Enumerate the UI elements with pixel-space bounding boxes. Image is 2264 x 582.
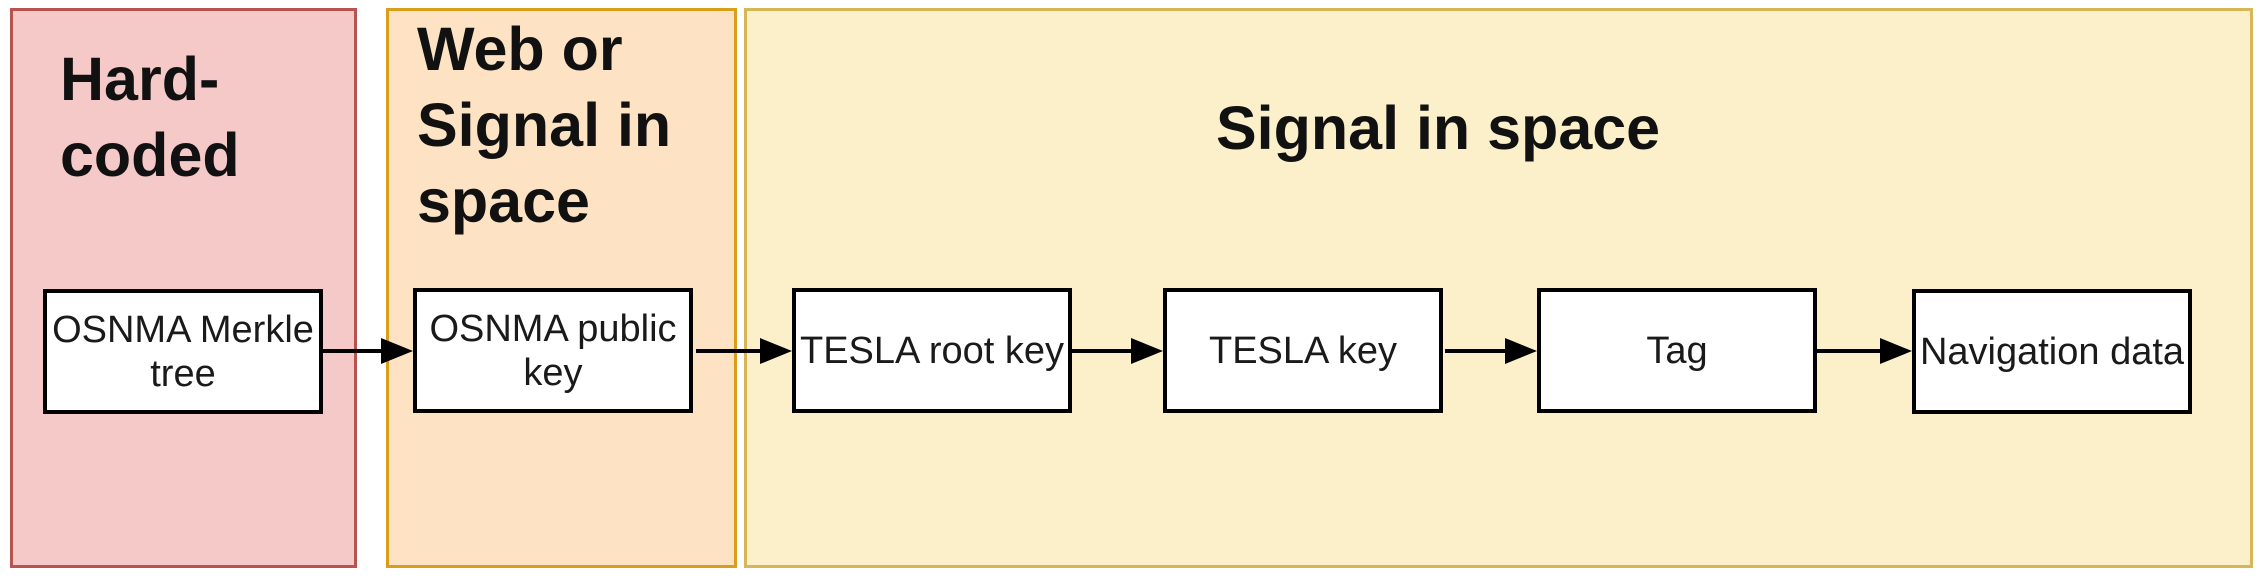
arrow-public-key-to-root-key-line bbox=[696, 349, 764, 353]
arrow-merkle-to-public-key-head-icon bbox=[381, 338, 413, 364]
arrow-public-key-to-root-key-head-icon bbox=[760, 338, 792, 364]
region-title-signal-in-space: Signal in space bbox=[1216, 94, 1661, 162]
node-tag: Tag bbox=[1537, 288, 1817, 413]
node-tesla-root-key: TESLA root key bbox=[792, 288, 1072, 413]
node-navigation-data: Navigation data bbox=[1912, 289, 2192, 414]
arrow-merkle-to-public-key-line bbox=[323, 349, 385, 353]
arrow-root-key-to-tesla-key-line bbox=[1072, 349, 1135, 353]
arrow-tesla-key-to-tag-head-icon bbox=[1505, 338, 1537, 364]
node-tesla-key: TESLA key bbox=[1163, 288, 1443, 413]
arrow-root-key-to-tesla-key-head-icon bbox=[1131, 338, 1163, 364]
node-osnma-merkle-tree: OSNMA Merkle tree bbox=[43, 289, 323, 414]
region-title-web-or-signal-in-space: Web or Signal in space bbox=[417, 15, 672, 235]
arrow-tag-to-navigation-data-head-icon bbox=[1880, 338, 1912, 364]
node-osnma-public-key: OSNMA public key bbox=[413, 288, 693, 413]
arrow-tag-to-navigation-data-line bbox=[1817, 349, 1884, 353]
region-hard-coded: Hard- coded bbox=[10, 8, 357, 568]
arrow-tesla-key-to-tag-line bbox=[1445, 349, 1509, 353]
region-title-hard-coded: Hard- coded bbox=[60, 45, 240, 189]
